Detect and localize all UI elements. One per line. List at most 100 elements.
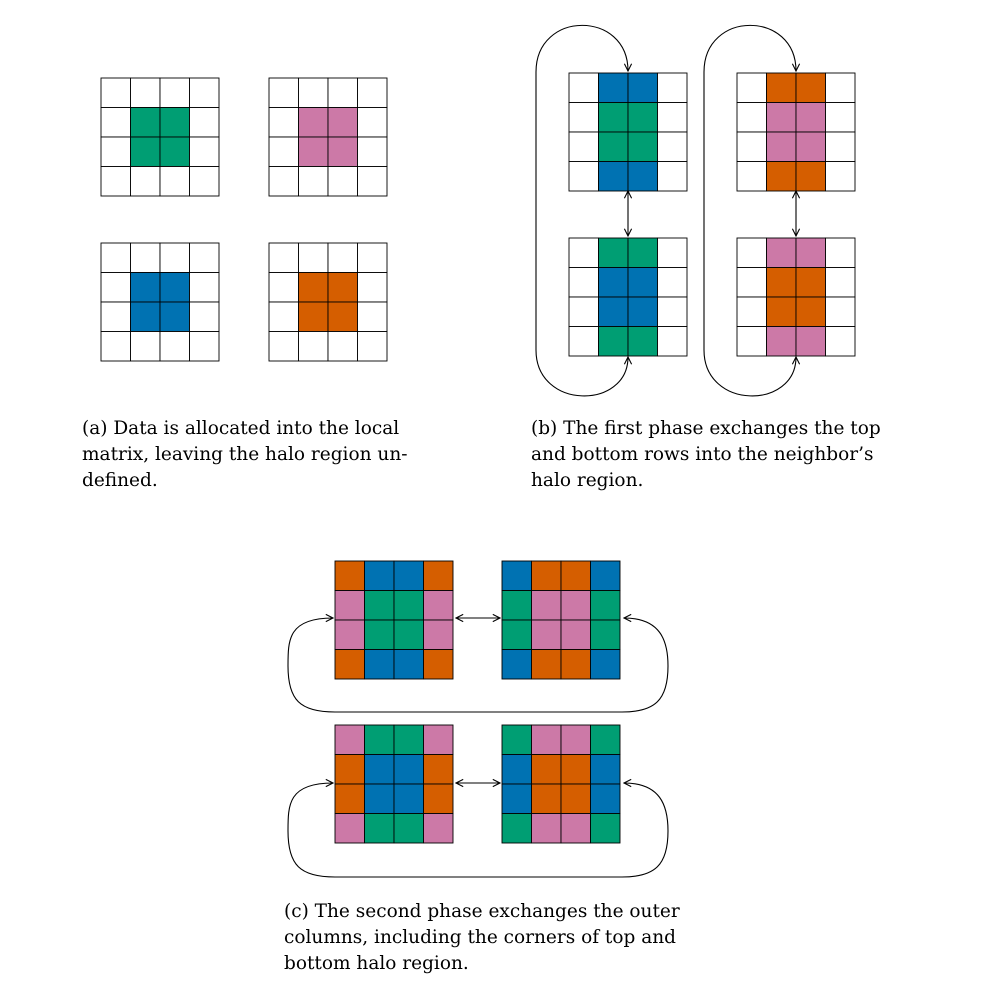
panel-b-grid-top-right-cell-r1-c2: [795, 102, 826, 133]
caption-c-line-3: bottom halo region.: [284, 953, 469, 974]
panel-b-grid-bottom-right-cell-r3-c1: [766, 326, 797, 357]
panel-a-grid-top-right-cell-r2-c1: [298, 136, 329, 167]
panel-b-grid-bottom-right-cell-r1-c2: [795, 267, 826, 298]
panel-a-grid-top-left: [100, 77, 220, 197]
panel-a-grid-bottom-right-cell-r1-c3: [357, 272, 388, 303]
panel-c-grid-top-left-cell-r1-c0: [334, 590, 365, 621]
panel-b-grid-bottom-left-cell-r1-c3: [657, 267, 688, 298]
panel-b-grid-bottom-right-cell-r2-c2: [795, 296, 826, 327]
panel-a-grid-bottom-right-cell-r1-c0: [268, 272, 299, 303]
panel-c-grid-bottom-right-cell-r0-c1: [531, 724, 562, 755]
panel-b-grid-top-right: [736, 72, 856, 192]
panel-b-grid-bottom-right-cell-r0-c0: [736, 237, 767, 268]
panel-c-grid-bottom-right-cell-r1-c2: [560, 754, 591, 785]
panel-b-grid-bottom-right-cell-r3-c0: [736, 326, 767, 357]
panel-a-grid-bottom-right-cell-r2-c3: [357, 301, 388, 332]
panel-a-grid-bottom-left-cell-r2-c2: [159, 301, 190, 332]
panel-a-grid-bottom-left-cell-r3-c3: [189, 331, 220, 362]
panel-c-grid-top-right-cell-r1-c2: [560, 590, 591, 621]
panel-a-grid-top-right-cell-r2-c0: [268, 136, 299, 167]
panel-a-grid-bottom-right-cell-r1-c1: [298, 272, 329, 303]
panel-c-grid-bottom-left-cell-r3-c0: [334, 813, 365, 844]
panel-b-grid-bottom-left-cell-r3-c1: [598, 326, 629, 357]
panel-c-grid-bottom-right-cell-r2-c3: [590, 783, 621, 814]
panel-b-grid-bottom-right-cell-r3-c3: [825, 326, 856, 357]
panel-c-grid-top-right-cell-r0-c2: [560, 560, 591, 591]
panel-c-grid-bottom-left-cell-r2-c3: [423, 783, 454, 814]
panel-b-grid-top-right-cell-r1-c3: [825, 102, 856, 133]
panel-b-wraparound-arrow-right: [703, 25, 796, 397]
panel-a-grid-top-left-cell-r2-c1: [130, 136, 161, 167]
panel-c-grid-top-left-cell-r0-c3: [423, 560, 454, 591]
panel-b-grid-bottom-right-cell-r1-c0: [736, 267, 767, 298]
panel-a-grid-top-right-cell-r3-c2: [327, 166, 358, 197]
panel-a-grid-top-left-cell-r2-c3: [189, 136, 220, 167]
panel-a-grid-bottom-left-cell-r1-c2: [159, 272, 190, 303]
panel-b-grid-bottom-right-cell-r0-c2: [795, 237, 826, 268]
panel-a-grid-bottom-left-cell-r2-c1: [130, 301, 161, 332]
panel-a-grid-top-left-cell-r3-c2: [159, 166, 190, 197]
caption-c-line-2: columns, including the corners of top an…: [284, 927, 677, 948]
panel-a-grid-bottom-left-cell-r3-c2: [159, 331, 190, 362]
panel-c-grid-top-right-cell-r0-c1: [531, 560, 562, 591]
panel-c-grid-bottom-right-cell-r2-c2: [560, 783, 591, 814]
panel-b-grid-bottom-right-cell-r1-c1: [766, 267, 797, 298]
panel-c-grid-top-left-cell-r0-c2: [393, 560, 424, 591]
panel-a-grid-top-left-cell-r1-c0: [100, 107, 131, 138]
panel-c-grid-bottom-left-cell-r1-c1: [364, 754, 395, 785]
panel-a-grid-top-right-cell-r2-c2: [327, 136, 358, 167]
caption-a-line-3: defined.: [82, 470, 158, 491]
panel-a-grid-bottom-left-cell-r1-c3: [189, 272, 220, 303]
panel-b-grid-bottom-left-cell-r0-c0: [568, 237, 599, 268]
panel-c-grid-bottom-left-cell-r1-c3: [423, 754, 454, 785]
panel-c-grid-top-right: [501, 560, 621, 680]
panel-b-grid-bottom-left-cell-r3-c0: [568, 326, 599, 357]
arrows-layer: [287, 25, 796, 878]
caption-b-line-3: halo region.: [531, 470, 644, 491]
panel-c-grid-bottom-left: [334, 724, 454, 844]
caption-c-line-1: (c) The second phase exchanges the outer: [284, 901, 680, 922]
panel-c-grid-top-right-cell-r2-c3: [590, 619, 621, 650]
panel-a-grid-bottom-right-cell-r3-c3: [357, 331, 388, 362]
panel-c-grid-top-left-cell-r2-c2: [393, 619, 424, 650]
panel-b-grid-bottom-left-cell-r2-c3: [657, 296, 688, 327]
panel-a-grid-top-right-cell-r0-c2: [327, 77, 358, 108]
panel-b-grid-bottom-left-cell-r1-c0: [568, 267, 599, 298]
panel-c-grid-bottom-right-cell-r1-c1: [531, 754, 562, 785]
panel-a-grid-bottom-right: [268, 242, 388, 362]
caption-c: (c) The second phase exchanges the outer…: [284, 899, 680, 977]
panel-b-grid-top-left-cell-r1-c2: [627, 102, 658, 133]
panel-c-grid-top-right-cell-r2-c2: [560, 619, 591, 650]
panel-c-grid-top-right-cell-r3-c2: [560, 649, 591, 680]
panel-b-grid-top-left-cell-r0-c1: [598, 72, 629, 103]
panel-a-grid-top-right-cell-r3-c0: [268, 166, 299, 197]
panel-b-grid-bottom-right-cell-r2-c1: [766, 296, 797, 327]
panel-b-grid-top-right-cell-r3-c0: [736, 161, 767, 192]
panel-a-grid-bottom-right-cell-r0-c3: [357, 242, 388, 273]
panel-c-grid-top-left-cell-r2-c0: [334, 619, 365, 650]
panel-c-grid-bottom-right-cell-r2-c1: [531, 783, 562, 814]
panel-b-grid-top-left-cell-r0-c0: [568, 72, 599, 103]
caption-a-line-1: (a) Data is allocated into the local: [82, 418, 400, 439]
panel-a-grid-top-left-cell-r0-c3: [189, 77, 220, 108]
panel-b-grid-bottom-right-cell-r1-c3: [825, 267, 856, 298]
panel-c-grid-bottom-left-cell-r0-c3: [423, 724, 454, 755]
panel-a-grid-bottom-left-cell-r0-c0: [100, 242, 131, 273]
panel-a-grid-bottom-left-cell-r0-c2: [159, 242, 190, 273]
caption-a: (a) Data is allocated into the local mat…: [82, 416, 407, 494]
panel-a-grid-top-left-cell-r3-c1: [130, 166, 161, 197]
panel-c-grid-top-right-cell-r1-c0: [501, 590, 532, 621]
panel-a-grid-top-right-cell-r3-c1: [298, 166, 329, 197]
panel-b-grid-bottom-right-cell-r0-c3: [825, 237, 856, 268]
panel-c-grid-bottom-right-cell-r1-c0: [501, 754, 532, 785]
panel-b-grid-top-left-cell-r0-c2: [627, 72, 658, 103]
panel-c-grid-top-left-cell-r3-c3: [423, 649, 454, 680]
panel-b-grid-bottom-left-cell-r2-c1: [598, 296, 629, 327]
panel-a-grid-bottom-right-cell-r3-c1: [298, 331, 329, 362]
caption-b-line-1: (b) The first phase exchanges the top: [531, 418, 881, 439]
panel-c-wraparound-arrow-top: [287, 618, 669, 713]
panel-b-grid-top-right-cell-r1-c1: [766, 102, 797, 133]
panel-c-grid-bottom-right-cell-r3-c2: [560, 813, 591, 844]
panel-b-grid-bottom-left: [568, 237, 688, 357]
panel-a-grid-top-right-cell-r1-c0: [268, 107, 299, 138]
